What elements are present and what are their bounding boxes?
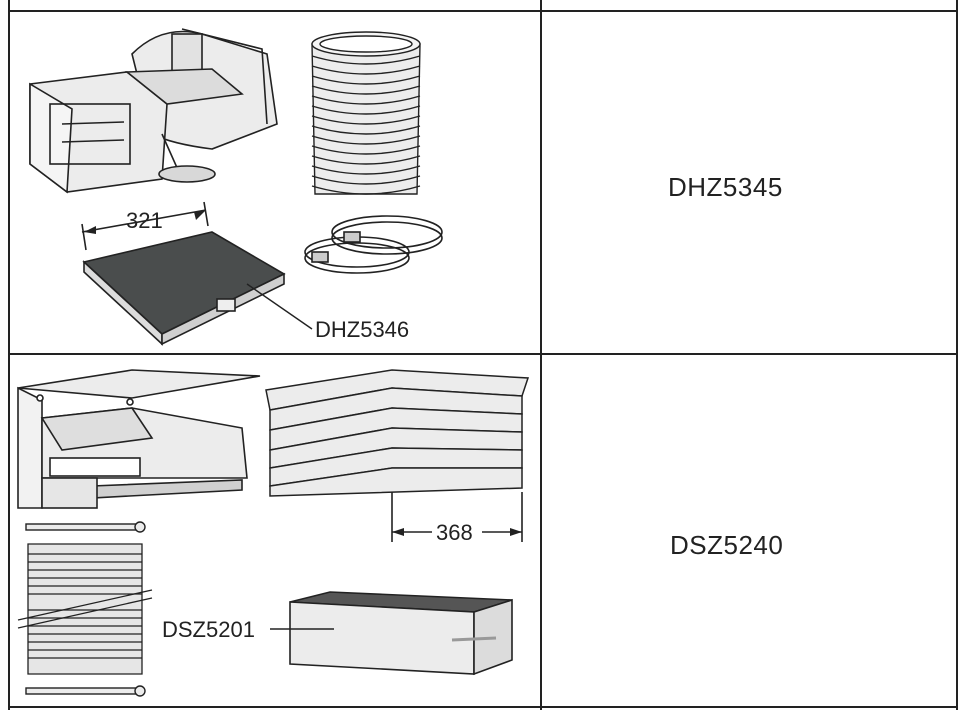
table-border-left — [8, 0, 10, 710]
table-divider-horizontal — [8, 353, 958, 355]
filter-box-icon — [289, 591, 513, 676]
model-label-dsz5240: DSZ5240 — [670, 530, 784, 560]
hose-clamps-icon — [304, 215, 443, 274]
table-divider-vertical — [540, 0, 542, 710]
mounting-bracket-icon — [17, 369, 261, 509]
flex-hose-icon — [311, 31, 421, 195]
part-label-dhz5346: DHZ5346 — [315, 317, 409, 342]
dimension-321 — [81, 201, 209, 251]
part-label-dsz5201: DSZ5201 — [162, 617, 255, 642]
telescopic-tube-icon — [17, 543, 153, 675]
table-border-top — [8, 10, 958, 12]
row2-illustration: 368 DSZ5201 — [17, 369, 530, 697]
row1-illustration: 321 DHZ5346 — [29, 28, 443, 346]
carbon-filter-icon — [82, 231, 286, 346]
dimension-label-321: 321 — [126, 208, 163, 233]
model-label-dhz5345: DHZ5345 — [668, 172, 783, 202]
dimension-label-368: 368 — [436, 520, 473, 545]
duct-adapter-icon — [29, 28, 278, 194]
table-border-right — [956, 0, 958, 710]
cable-ties-icon — [25, 521, 146, 697]
cover-panel-icon — [265, 369, 530, 497]
table-border-bottom — [8, 706, 958, 708]
